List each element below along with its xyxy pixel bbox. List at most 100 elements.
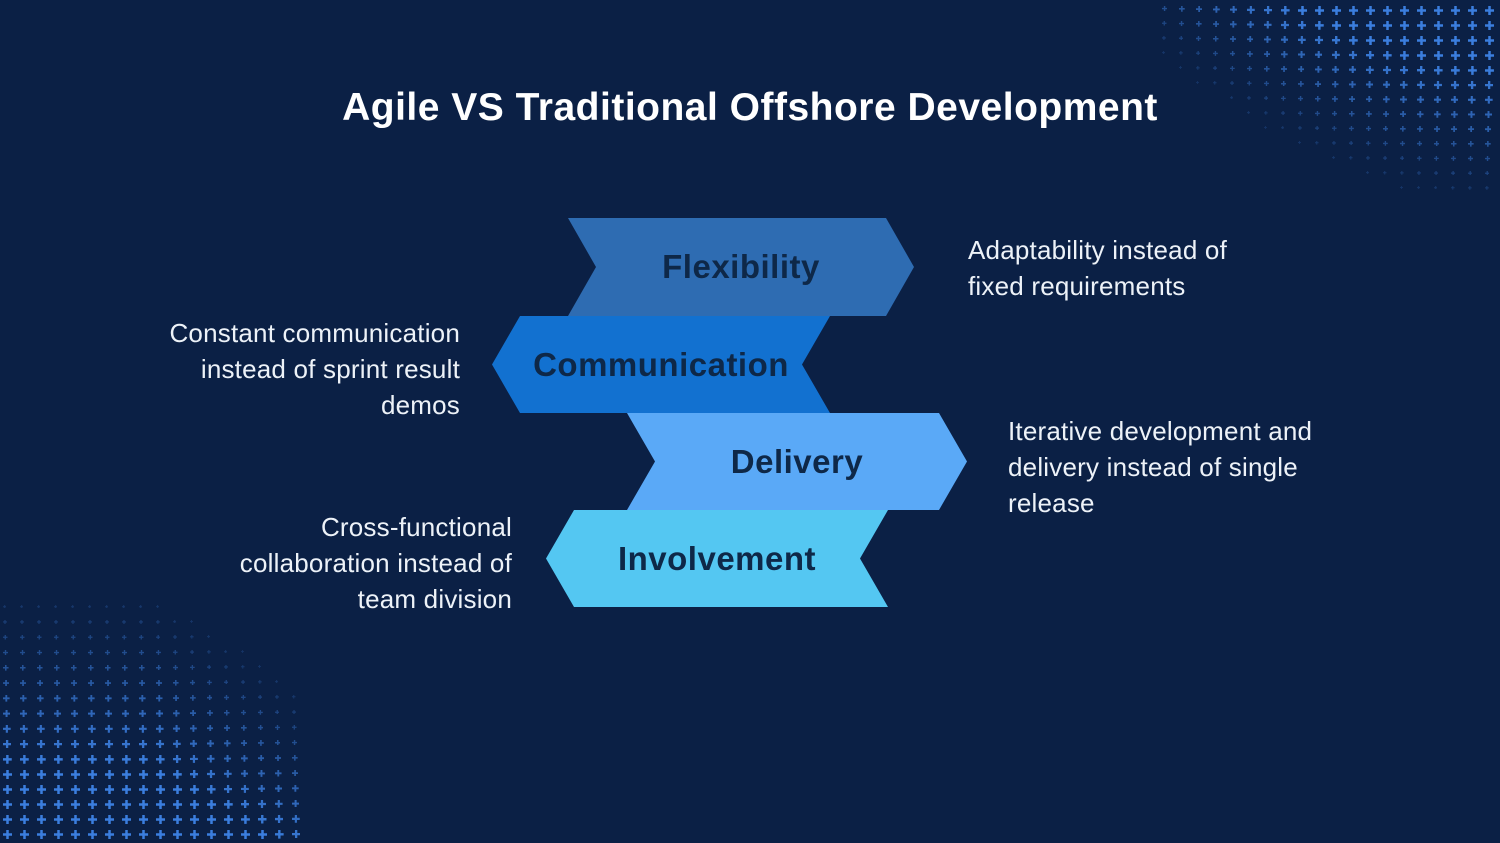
plus-glyph — [37, 605, 41, 609]
plus-glyph — [275, 785, 283, 793]
plus-glyph — [88, 605, 92, 609]
plus-glyph — [156, 650, 161, 655]
plus-glyph — [122, 665, 128, 671]
plus-glyph — [3, 725, 11, 733]
plus-glyph — [139, 815, 148, 824]
banner-communication: Communication — [492, 316, 830, 413]
plus-glyph — [71, 800, 80, 809]
plus-glyph — [88, 695, 95, 702]
plus-glyph — [190, 665, 195, 670]
plus-glyph — [1434, 36, 1443, 45]
description-line: delivery instead of single — [1008, 452, 1298, 482]
plus-glyph — [224, 680, 229, 685]
plus-glyph — [1434, 156, 1439, 161]
plus-glyph — [3, 635, 8, 640]
plus-glyph — [173, 695, 180, 702]
plus-glyph — [20, 620, 24, 624]
plus-glyph — [1162, 21, 1167, 26]
plus-glyph — [1298, 66, 1305, 73]
plus-glyph — [207, 665, 212, 670]
plus-glyph — [88, 725, 96, 733]
description-line: collaboration instead of — [239, 548, 512, 578]
plus-glyph — [292, 800, 300, 808]
plus-glyph — [1196, 21, 1202, 27]
plus-glyph — [71, 710, 79, 718]
plus-glyph — [1230, 6, 1238, 14]
plus-glyph — [1417, 171, 1421, 175]
plus-glyph — [3, 830, 12, 839]
plus-glyph — [1383, 21, 1392, 30]
plus-glyph — [54, 695, 61, 702]
plus-glyph — [1298, 21, 1307, 30]
plus-glyph — [224, 725, 231, 732]
plus-glyph — [1417, 66, 1426, 75]
plus-glyph — [3, 680, 10, 687]
plus-glyph — [37, 620, 41, 624]
plus-glyph — [1451, 186, 1455, 190]
plus-glyph — [139, 725, 147, 733]
plus-glyph — [122, 800, 131, 809]
plus-glyph — [20, 830, 29, 839]
plus-glyph — [241, 710, 247, 716]
plus-glyph — [190, 800, 199, 809]
plus-glyph — [1349, 156, 1353, 160]
plus-glyph — [1281, 66, 1288, 73]
plus-glyph — [258, 725, 264, 731]
plus-glyph — [1400, 156, 1405, 161]
plus-glyph — [37, 800, 46, 809]
plus-glyph — [105, 815, 114, 824]
description-communication: Constant communication instead of sprint… — [100, 315, 460, 423]
plus-glyph — [54, 740, 63, 749]
plus-glyph — [20, 710, 28, 718]
plus-glyph — [156, 710, 164, 718]
plus-glyph — [1315, 66, 1322, 73]
plus-glyph — [207, 725, 214, 732]
plus-glyph — [54, 800, 63, 809]
plus-glyph — [1264, 6, 1273, 15]
description-line: team division — [357, 584, 512, 614]
plus-glyph — [173, 710, 180, 717]
plus-glyph — [1417, 186, 1421, 190]
plus-glyph — [1434, 186, 1438, 190]
plus-glyph — [292, 770, 299, 777]
plus-glyph — [3, 755, 12, 764]
plus-glyph — [173, 650, 178, 655]
plus-glyph — [173, 755, 182, 764]
plus-glyph — [241, 830, 250, 839]
plus-glyph — [275, 695, 279, 699]
page-title: Agile VS Traditional Offshore Developmen… — [342, 86, 1158, 129]
plus-glyph — [105, 665, 111, 671]
plus-glyph — [1281, 21, 1289, 29]
plus-glyph — [71, 830, 80, 839]
plus-glyph — [156, 785, 165, 794]
plus-glyph — [1485, 186, 1489, 190]
plus-glyph — [224, 650, 228, 654]
plus-glyph — [71, 695, 78, 702]
plus-glyph — [71, 815, 80, 824]
plus-glyph — [54, 785, 63, 794]
plus-glyph — [88, 680, 95, 687]
plus-glyph — [190, 620, 194, 624]
plus-glyph — [1281, 51, 1288, 58]
plus-glyph — [1298, 36, 1306, 44]
plus-glyph — [1485, 6, 1494, 15]
plus-glyph — [1434, 66, 1443, 75]
plus-glyph — [122, 740, 131, 749]
plus-glyph — [1298, 141, 1302, 145]
plus-glyph — [207, 740, 214, 747]
plus-glyph — [1400, 51, 1409, 60]
plus-glyph — [122, 620, 126, 624]
plus-glyph — [1400, 186, 1404, 190]
plus-glyph — [1332, 6, 1341, 15]
plus-glyph — [190, 650, 195, 655]
plus-glyph — [105, 800, 114, 809]
plus-glyph — [1468, 6, 1477, 15]
banner-involvement-label: Involvement — [617, 539, 817, 577]
plus-glyph — [1162, 51, 1166, 55]
plus-glyph — [1417, 6, 1426, 15]
plus-glyph — [88, 785, 97, 794]
plus-glyph — [37, 635, 42, 640]
plus-glyph — [37, 725, 45, 733]
plus-glyph — [292, 785, 299, 792]
plus-glyph — [1162, 36, 1166, 40]
